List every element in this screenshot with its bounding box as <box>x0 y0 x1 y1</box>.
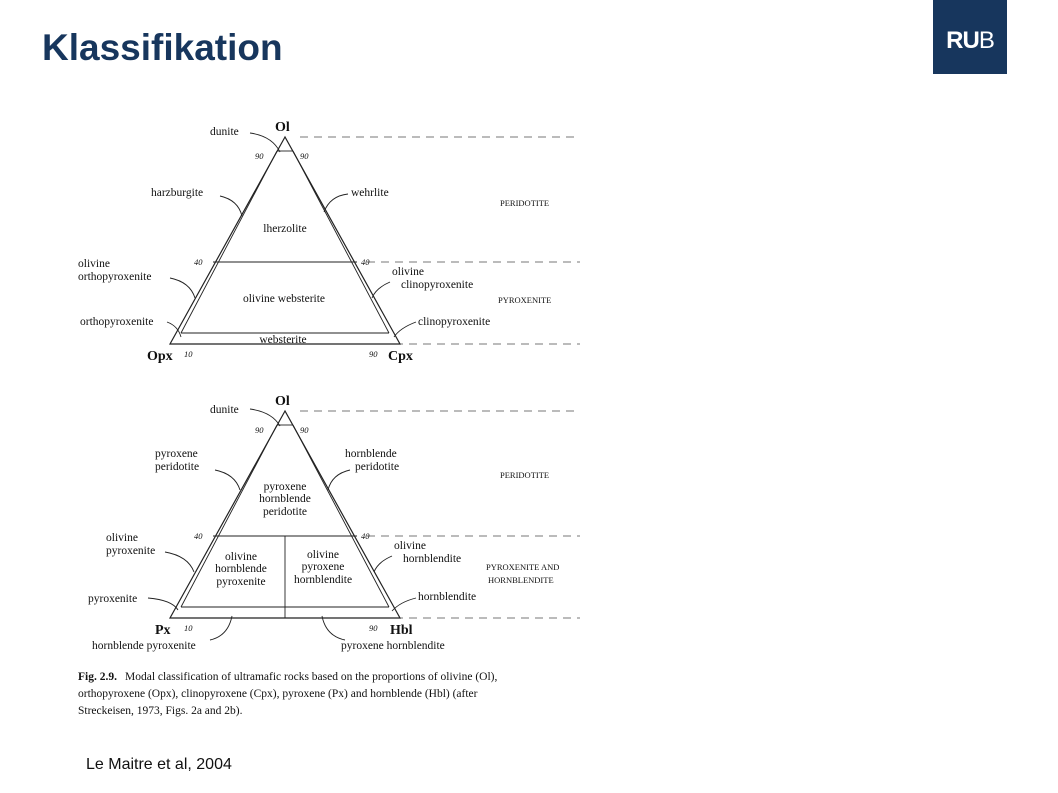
logo-text-b: B <box>978 27 995 54</box>
field-pyroxene-hornblende-peridotite-3: peridotite <box>263 506 307 518</box>
tick-90-bottom: 90 <box>369 349 378 359</box>
caption-fig-label: Fig. 2.9. <box>78 671 117 683</box>
label-hornblende-pyroxenite: hornblende pyroxenite <box>92 640 196 652</box>
field-olivine-pyroxene-hornblendite-3: hornblendite <box>294 574 352 586</box>
label-wehrlite: wehrlite <box>351 187 389 199</box>
field-pyroxene-hornblende-peridotite-2: hornblende <box>259 493 311 505</box>
label-dunite: dunite <box>210 404 239 416</box>
label-olivine-clinopyroxenite-2: clinopyroxenite <box>401 279 473 291</box>
pointer-hornblendite <box>391 597 417 612</box>
caption-line-1: Fig. 2.9. Modal classification of ultrama… <box>78 671 497 683</box>
tick-40-left: 40 <box>194 531 203 541</box>
field-olivine-hornblende-pyroxenite-2: hornblende <box>215 563 267 575</box>
label-olivine-pyroxenite-1: olivine <box>106 532 138 544</box>
tick-90-bottom: 90 <box>369 623 378 633</box>
label-olivine-orthopyroxenite-1: olivine <box>78 258 110 270</box>
field-olivine-websterite: olivine websterite <box>243 293 325 305</box>
label-hornblende-peridotite-1: hornblende <box>345 448 397 460</box>
label-olivine-orthopyroxenite-2: orthopyroxenite <box>78 271 151 283</box>
tick-90-right: 90 <box>300 425 309 435</box>
vertex-cpx: Cpx <box>388 349 413 364</box>
field-olivine-pyroxene-hornblendite-1: olivine <box>307 549 339 561</box>
field-olivine-pyroxene-hornblendite-2: pyroxene <box>302 561 345 573</box>
line-10-percent-left <box>180 424 278 608</box>
pointer-wehrlite <box>323 193 349 213</box>
label-olivine-hornblendite-2: hornblendite <box>403 553 461 565</box>
label-harzburgite: harzburgite <box>151 187 203 199</box>
vertex-ol: Ol <box>275 394 290 409</box>
vertex-opx: Opx <box>147 349 173 364</box>
field-pyroxene-hornblende-peridotite-1: pyroxene <box>264 481 307 493</box>
tick-10-bottom: 10 <box>184 623 193 633</box>
category-peridotite: PERIDOTITE <box>500 198 549 208</box>
line-10-percent-right <box>292 424 390 608</box>
label-orthopyroxenite: orthopyroxenite <box>80 316 153 328</box>
tick-40-right: 40 <box>361 257 370 267</box>
tick-90-left: 90 <box>255 425 264 435</box>
pointer-harzburgite <box>219 195 243 217</box>
slide-title: Klassifikation <box>42 27 283 68</box>
field-olivine-hornblende-pyroxenite-1: olivine <box>225 551 257 563</box>
line-10-percent-right <box>292 150 390 334</box>
pointer-clinopyroxenite <box>393 321 417 338</box>
logo-text-ru: RU <box>946 27 980 54</box>
pointer-hornblende-peridotite <box>327 469 351 491</box>
vertex-ol: Ol <box>275 120 290 135</box>
figure-caption: Fig. 2.9. Modal classification of ultrama… <box>78 671 497 717</box>
pointer-pyroxene-hornblendite <box>321 615 346 641</box>
caption-text-1: Modal classification of ultramafic rocks… <box>125 671 497 683</box>
field-olivine-hornblende-pyroxenite-3: pyroxenite <box>216 576 265 588</box>
label-pyroxene-hornblendite: pyroxene hornblendite <box>341 640 445 652</box>
field-websterite: websterite <box>259 334 306 346</box>
category-peridotite: PERIDOTITE <box>500 470 549 480</box>
diagram-ol-px-hbl: Ol Px Hbl 90 90 40 40 10 90 pyroxene hor… <box>88 394 580 652</box>
category-pyroxenite: PYROXENITE <box>498 295 551 305</box>
caption-line-3: Streckeisen, 1973, Figs. 2a and 2b). <box>78 705 243 717</box>
label-pyroxenite: pyroxenite <box>88 593 137 605</box>
label-pyroxene-peridotite-2: peridotite <box>155 461 199 473</box>
vertex-hbl: Hbl <box>390 623 413 638</box>
pointer-olivine-pyroxenite <box>164 551 195 573</box>
pointer-olivine-opx <box>169 277 196 299</box>
pointer-dunite <box>249 408 281 427</box>
category-hornblendite: HORNBLENDITE <box>488 575 554 585</box>
pointer-hornblende-pyroxenite <box>209 615 233 641</box>
field-lherzolite: lherzolite <box>263 223 306 235</box>
pointer-olivine-hornblendite <box>373 555 393 573</box>
label-clinopyroxenite: clinopyroxenite <box>418 316 490 328</box>
line-10-percent-left <box>180 150 278 334</box>
label-olivine-pyroxenite-2: pyroxenite <box>106 545 155 557</box>
tick-40-right: 40 <box>361 531 370 541</box>
label-olivine-clinopyroxenite-1: olivine <box>392 266 424 278</box>
label-pyroxene-peridotite-1: pyroxene <box>155 448 198 460</box>
outer-triangle <box>168 135 402 345</box>
vertex-px: Px <box>155 623 171 638</box>
caption-line-2: orthopyroxene (Opx), clinopyroxene (Cpx)… <box>78 688 478 700</box>
category-pyroxenite-and: PYROXENITE AND <box>486 562 559 572</box>
pointer-dunite <box>249 132 281 153</box>
label-dunite: dunite <box>210 126 239 138</box>
label-hornblende-peridotite-2: peridotite <box>355 461 399 473</box>
pointer-pyroxenite <box>147 597 179 611</box>
pointer-olivine-cpx <box>371 281 391 299</box>
tick-40-left: 40 <box>194 257 203 267</box>
tick-90-left: 90 <box>255 151 264 161</box>
diagram-ol-opx-cpx: Ol Opx Cpx 90 90 40 40 10 90 lherzolite … <box>78 120 580 364</box>
pointer-orthopyroxenite <box>166 321 182 338</box>
tick-10-bottom: 10 <box>184 349 193 359</box>
pointer-pyroxene-peridotite <box>214 469 241 491</box>
label-hornblendite: hornblendite <box>418 591 476 603</box>
source-citation: Le Maitre et al, 2004 <box>86 756 232 773</box>
tick-90-right: 90 <box>300 151 309 161</box>
label-olivine-hornblendite-1: olivine <box>394 540 426 552</box>
